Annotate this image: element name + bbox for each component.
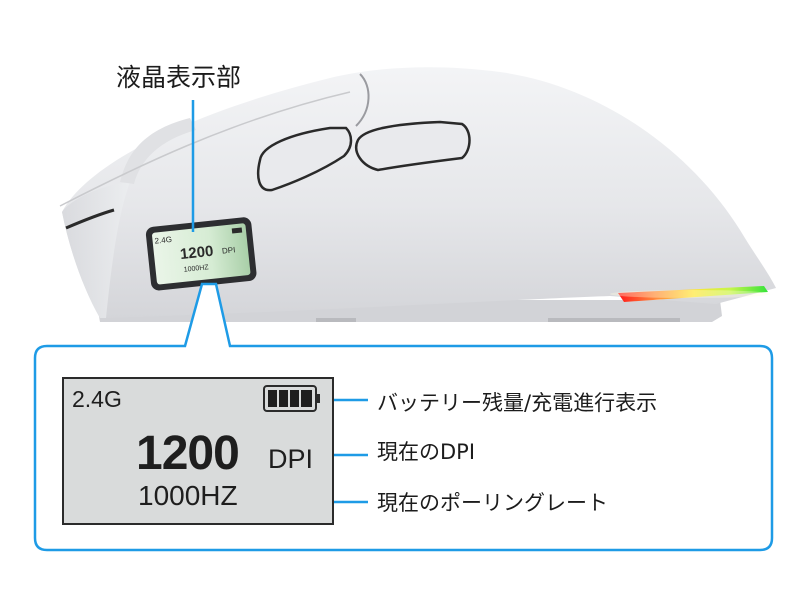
lcd-dpi-value: 1200 (136, 427, 240, 480)
lcd-polling-rate: 1000HZ (138, 480, 238, 511)
mouse-lcd-content: 2.4G 1200 DPI 1000HZ (148, 223, 253, 289)
lcd-panel-enlarged (62, 377, 334, 525)
lcd-display-title: 液晶表示部 (116, 63, 242, 92)
mouse-lcd-rate: 1000HZ (183, 264, 209, 274)
mouse-lcd-battery-icon (231, 227, 243, 234)
lcd-band-label: 2.4G (72, 386, 122, 412)
annotation-polling-rate: 現在のポーリングレート (377, 491, 608, 515)
battery-full-icon (263, 385, 320, 412)
mouse-lcd-dpi-value: 1200 (179, 242, 215, 264)
side-button-forward (355, 120, 471, 172)
lcd-dpi-unit: DPI (268, 444, 314, 474)
mouse-lcd (145, 217, 257, 291)
mouse-lcd-dpi-unit: DPI (221, 245, 236, 256)
mouse-lcd-band: 2.4G (154, 234, 173, 246)
annotation-current-dpi: 現在のDPI (377, 440, 476, 464)
side-button-back (256, 126, 353, 192)
rgb-light-strip (618, 286, 768, 302)
annotation-battery: バッテリー残量/充電進行表示 (377, 391, 658, 415)
